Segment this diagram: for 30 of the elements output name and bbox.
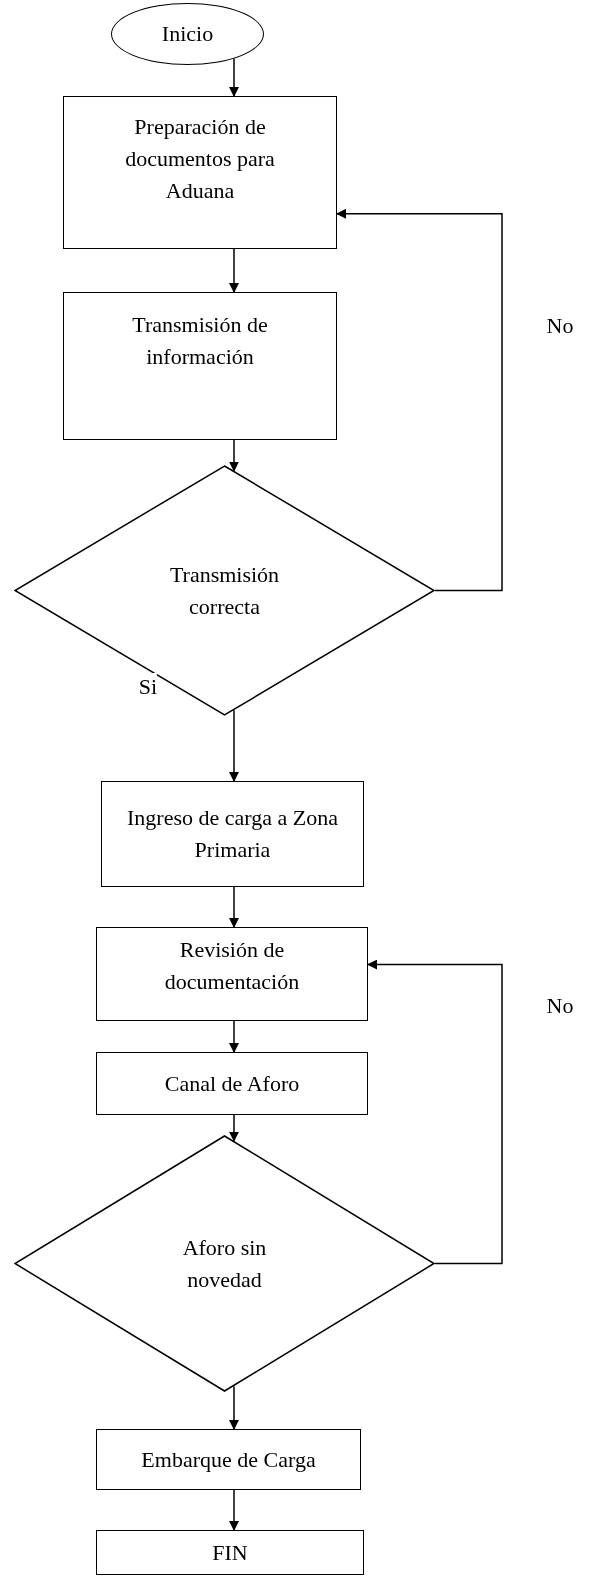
decision-diamond: [14, 1135, 435, 1392]
arrow: [229, 57, 239, 97]
process-box: [101, 781, 364, 887]
arrow: [229, 886, 239, 928]
node-text: Inicio: [161, 20, 214, 48]
arrow: [229, 709, 239, 782]
process-box: [63, 96, 337, 249]
process-box: [96, 927, 368, 1021]
process-box: [96, 1530, 364, 1575]
node-text: Aforo sin novedad: [181, 1233, 268, 1294]
node-text: Transmisión de información: [131, 311, 269, 371]
arrow: [229, 1489, 239, 1531]
process-box: [63, 292, 337, 440]
arrow: [367, 959, 503, 1265]
arrow: [229, 248, 239, 293]
process-box: [96, 1429, 361, 1490]
arrow: [229, 1385, 239, 1430]
node-text: FIN: [212, 1538, 248, 1567]
arrow: [336, 208, 503, 592]
node-text: Canal de Aforo: [164, 1069, 300, 1098]
node-text: Ingreso de carga a Zona Primaria: [126, 804, 339, 864]
node-text: Transmisión correcta: [168, 560, 281, 621]
node-text: Revisión de documentación: [163, 936, 301, 996]
arrow: [229, 1114, 239, 1142]
node-text: Embarque de Carga: [141, 1445, 316, 1474]
arrow: [229, 439, 239, 472]
decision-diamond: [14, 465, 435, 716]
process-box: [96, 1052, 368, 1115]
arrow: [229, 1020, 239, 1053]
node-text: Preparación de documentos para Aduana: [124, 113, 276, 205]
